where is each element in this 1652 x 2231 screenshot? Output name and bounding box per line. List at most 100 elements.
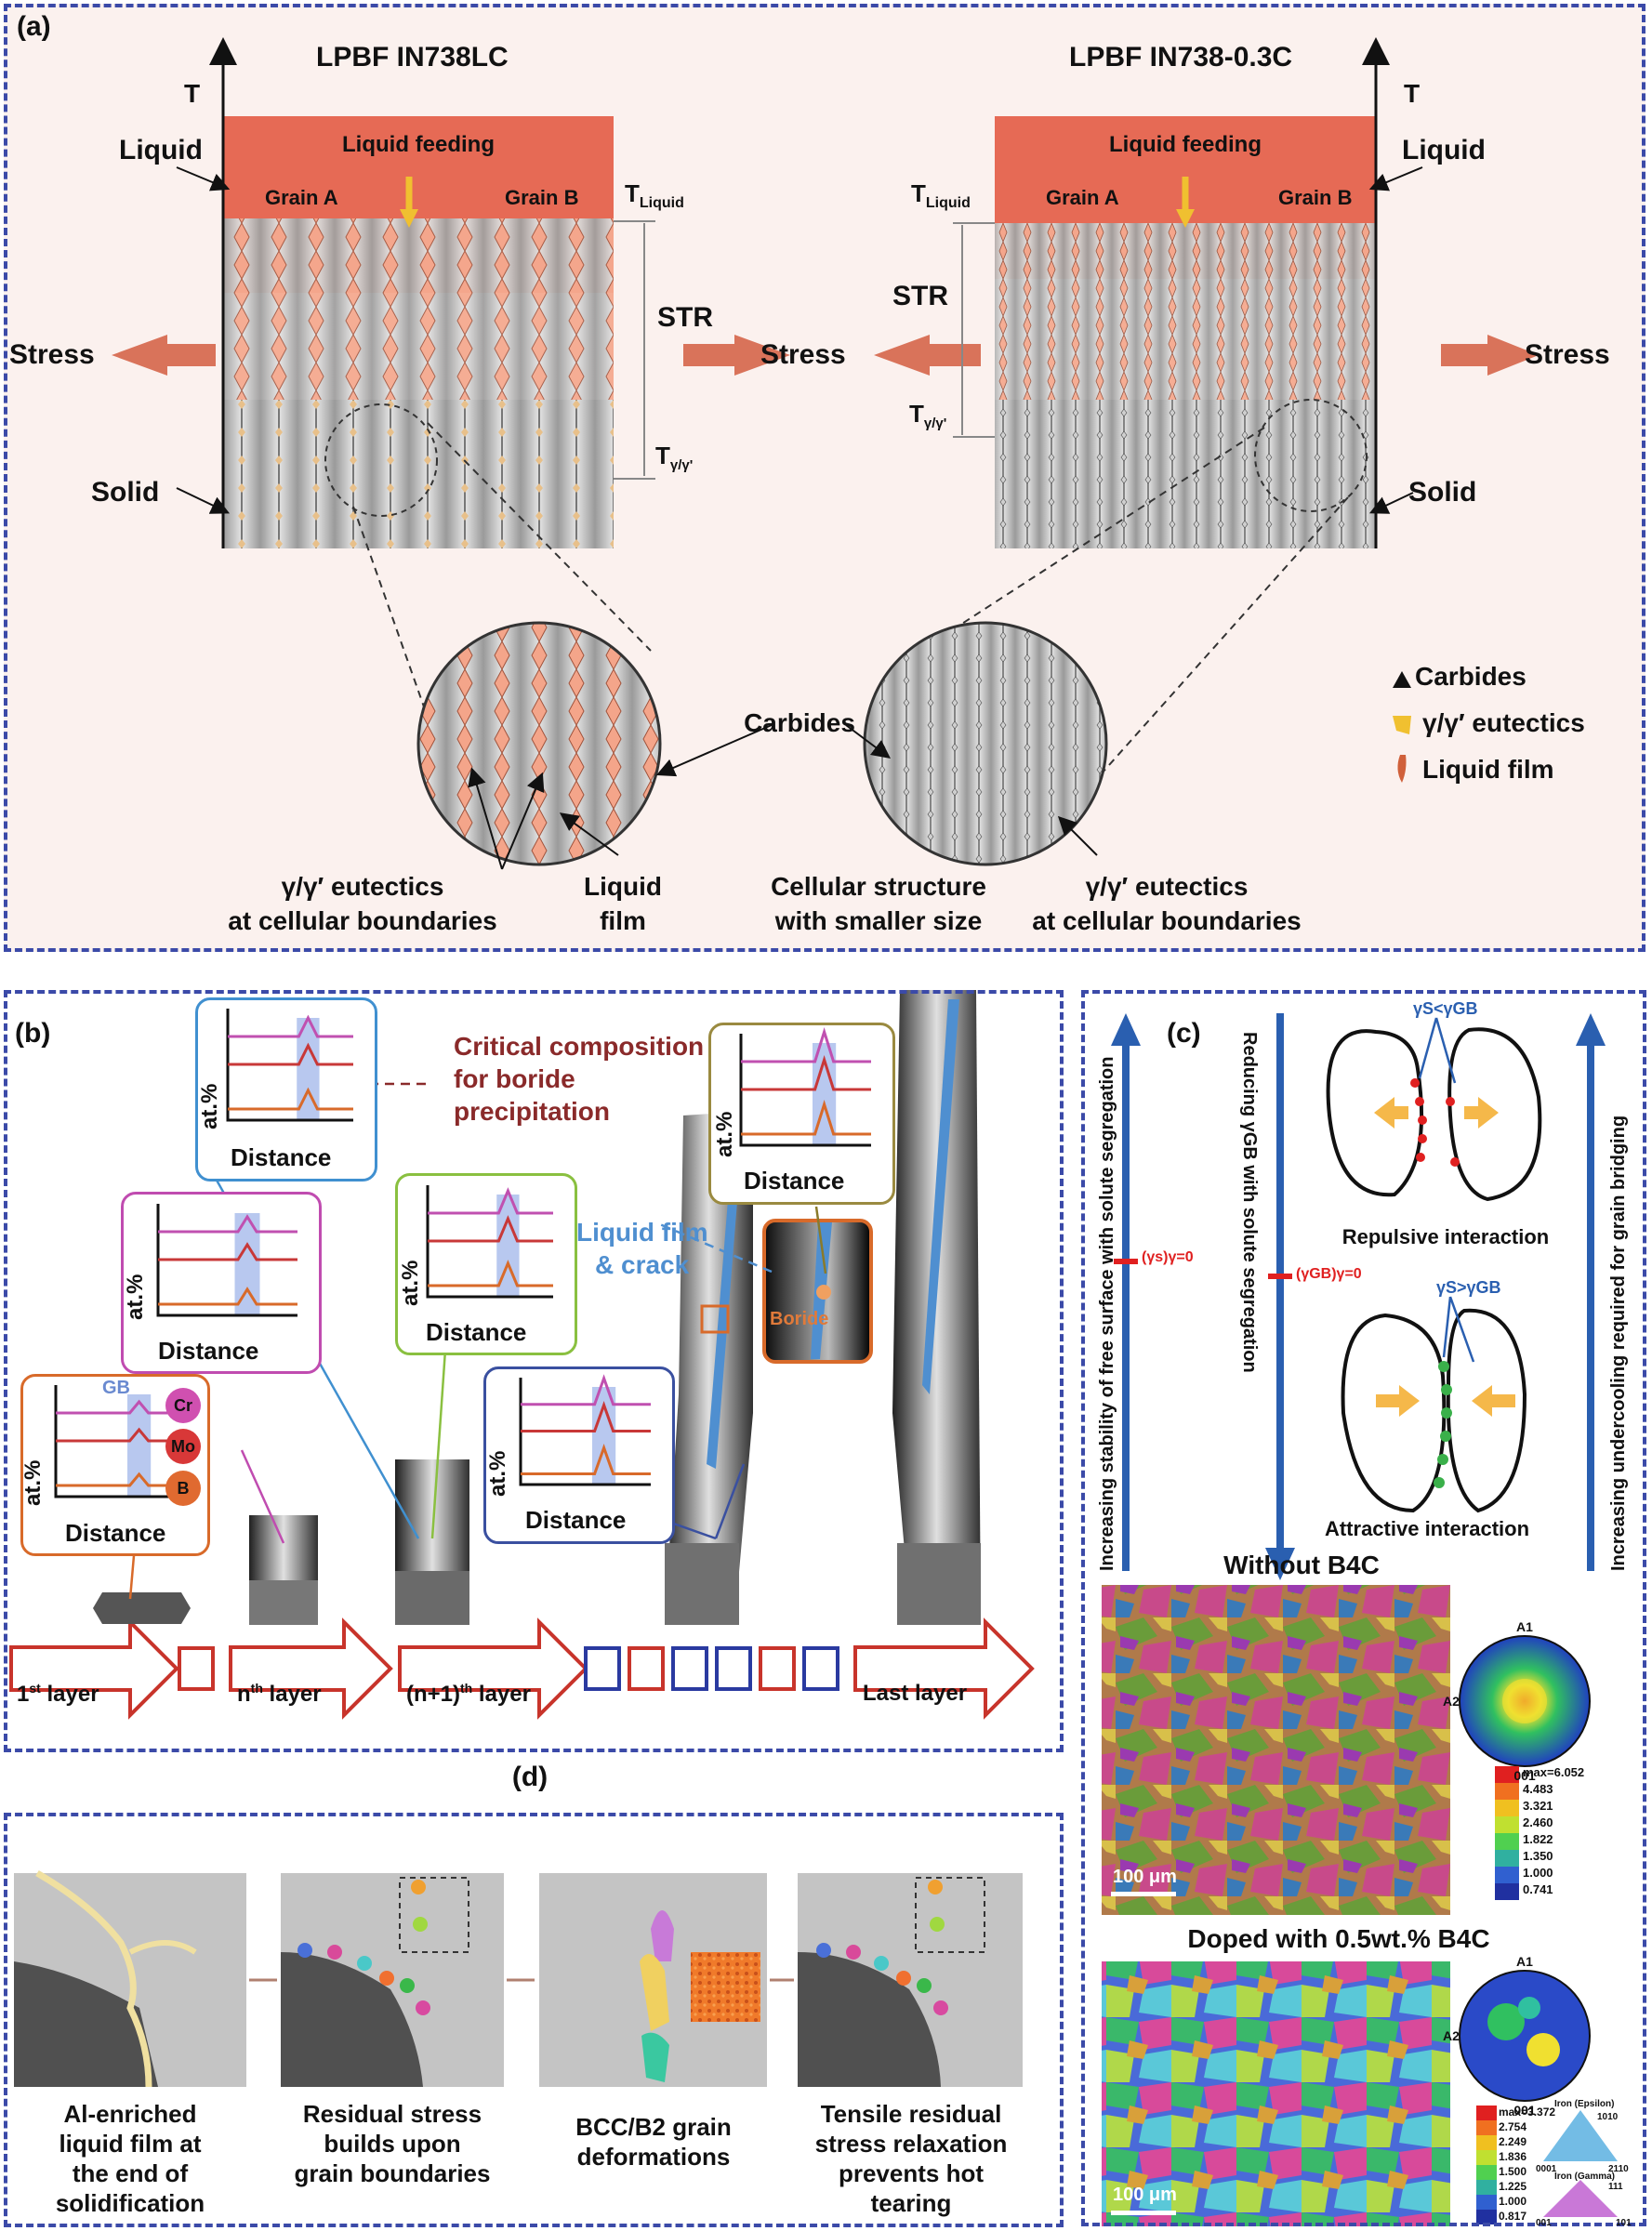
t-liquid-left: TLiquid xyxy=(625,179,684,212)
plot-box-5 xyxy=(483,1366,675,1544)
composition-curve xyxy=(521,1401,651,1432)
composition-curve xyxy=(741,1054,871,1091)
mp3-y: at.% xyxy=(197,1083,222,1129)
mid-arrow-text: Reducing γGB with solute segregation xyxy=(1239,1032,1260,1373)
scale-bars-colors xyxy=(1476,1766,1618,2224)
layer-arrows xyxy=(9,1617,1035,1720)
pf1-a2: A2 xyxy=(1443,1694,1460,1709)
axis-t-right: T xyxy=(1404,79,1421,108)
title-right: LPBF IN738-0.3C xyxy=(1069,42,1293,73)
panel-c xyxy=(1081,990,1646,2226)
element-mo-label: Mo xyxy=(171,1437,195,1456)
caption-2-l1: Residual stress xyxy=(302,2100,482,2128)
mp6-x: Distance xyxy=(744,1167,845,1195)
composition-curve xyxy=(741,1026,871,1063)
composition-curve xyxy=(428,1215,553,1243)
ipf-eps-1010: 1010 xyxy=(1597,2112,1619,2122)
liquid-film-crack-l1: Liquid film xyxy=(576,1218,708,1247)
ipf-gam-111: 111 xyxy=(1608,2182,1623,2192)
color-scale-1: max=6.052 4.483 3.321 2.460 1.822 1.350 … xyxy=(1523,1764,1584,1898)
title-left: LPBF IN738LC xyxy=(316,42,509,73)
legend-carbides: Carbides xyxy=(1415,662,1526,691)
element-cr xyxy=(165,1388,201,1423)
ipf-gam-101: 101 xyxy=(1616,2218,1632,2228)
panel-a-tag: (a) xyxy=(17,11,51,42)
composition-curve xyxy=(158,1287,297,1306)
solute-dots xyxy=(1410,1078,1460,1488)
mp6-y: at.% xyxy=(712,1111,737,1157)
caption-2-l3: grain boundaries xyxy=(294,2159,491,2187)
caption-3-l1: BCC/B2 grain xyxy=(575,2113,732,2141)
panel-d-tag: (d) xyxy=(511,1762,548,1792)
element-b-label: B xyxy=(177,1479,190,1498)
grain-stacks xyxy=(93,990,981,1625)
gb-label: GB xyxy=(102,1378,130,1398)
legend-liquid-film: Liquid film xyxy=(1422,755,1554,784)
ebsd-map-1 xyxy=(1102,1585,1450,1915)
layer-n: nth layer xyxy=(237,1681,322,1707)
caption-4: Tensile residual stress relaxation preve… xyxy=(815,2099,1008,2218)
pf1-a1: A1 xyxy=(1516,1619,1533,1634)
color-scale-2: max=3.372 2.754 2.249 1.836 1.500 1.225 … xyxy=(1499,2105,1555,2224)
scale2-v7: 0.817 xyxy=(1499,2210,1527,2223)
caption-4-l2: stress relaxation xyxy=(814,2130,1008,2158)
zoom-callout-lines xyxy=(468,724,1098,870)
caption-2: Residual stress builds upon grain bounda… xyxy=(295,2099,491,2188)
plot-box-1 xyxy=(20,1374,210,1556)
plot-axes xyxy=(156,1204,297,1317)
zoom-circle-left xyxy=(416,621,662,866)
grain-b-left: Grain B xyxy=(505,186,579,209)
critical-l3: precipitation xyxy=(454,1097,611,1126)
scale1-v6: 1.000 xyxy=(1523,1866,1553,1880)
right-arrow-text: Increasing undercooling required for gra… xyxy=(1608,1115,1629,1571)
legend-eutectics: γ/γ′ eutectics xyxy=(1422,708,1585,737)
stress-3: Stress xyxy=(1525,339,1610,370)
liquid-film-l1: Liquid xyxy=(584,872,662,901)
scale-bar-1: 100 μm xyxy=(1113,1867,1177,1887)
eutectics-left-l1: γ/γ′ eutectics xyxy=(281,872,444,901)
ipf-gam: Iron (Gamma) xyxy=(1554,2172,1616,2182)
ipf-eps-2110: 2110 xyxy=(1608,2164,1629,2174)
panel-d xyxy=(4,1813,1064,2227)
caption-4-l4: tearing xyxy=(870,2189,952,2217)
panel-c-tag: (c) xyxy=(1167,1018,1201,1049)
liquid-right-label: Liquid xyxy=(1402,135,1486,165)
scale1-v1: 4.483 xyxy=(1523,1782,1553,1796)
mp1-x: Distance xyxy=(65,1519,166,1547)
liquid-feeding-left: Liquid feeding xyxy=(342,132,495,157)
caption-1-l4: solidification xyxy=(55,2189,205,2217)
t-gamma-right: Tγ/γ' xyxy=(909,400,947,432)
liquid-film-crack-l2: & crack xyxy=(595,1250,690,1279)
scale1-v0: max=6.052 xyxy=(1523,1765,1585,1779)
mp3-x: Distance xyxy=(231,1143,332,1171)
composition-curve xyxy=(428,1260,553,1287)
layer-n1: (n+1)th layer xyxy=(406,1681,531,1707)
scale2-v5: 1.225 xyxy=(1499,2180,1527,2193)
caption-1-l3: the end of xyxy=(72,2159,189,2187)
pf2-001: 001 xyxy=(1513,2103,1536,2118)
scale2-v4: 1.500 xyxy=(1499,2165,1527,2178)
str-right: STR xyxy=(892,281,948,311)
mp2-y: at.% xyxy=(123,1274,148,1320)
ebsd-map-2 xyxy=(1102,1961,1450,2226)
element-b xyxy=(165,1471,201,1506)
liquid-film-l2: film xyxy=(600,906,646,935)
eutectics-left-l2: at cellular boundaries xyxy=(228,906,497,935)
element-cr-label: Cr xyxy=(173,1396,193,1415)
scale2-v2: 2.249 xyxy=(1499,2135,1527,2148)
cellular-l2: with smaller size xyxy=(774,906,983,935)
mp4-y: at.% xyxy=(398,1260,423,1306)
ipf-eps-0001: 0001 xyxy=(1536,2164,1557,2174)
composition-curve xyxy=(228,1014,353,1038)
scale1-v3: 2.460 xyxy=(1523,1815,1553,1829)
eutectics-right-l2: at cellular boundaries xyxy=(1032,906,1302,935)
mp1-y: at.% xyxy=(20,1459,46,1506)
liquid-feeding-right: Liquid feeding xyxy=(1109,132,1262,157)
d-frames xyxy=(14,1869,1023,2088)
panel-b-tag: (b) xyxy=(15,1018,51,1049)
right-melt-block xyxy=(919,37,1423,800)
t-liquid-right: TLiquid xyxy=(911,179,971,212)
caption-4-l1: Tensile residual xyxy=(820,2100,1002,2128)
caption-1-l1: Al-enriched xyxy=(63,2100,197,2128)
